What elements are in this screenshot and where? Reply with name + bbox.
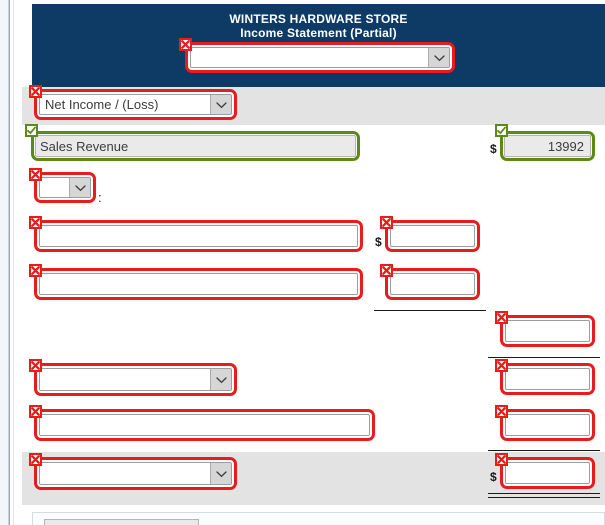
subtotal-amount-shell[interactable] <box>500 315 595 347</box>
other-label-shell[interactable] <box>34 409 375 441</box>
error-marker-section-select <box>29 168 42 181</box>
currency-symbol-revenue: $ <box>490 142 497 156</box>
expense-label-1-input[interactable] <box>39 225 358 247</box>
error-marker-other-amount <box>495 405 508 418</box>
statement-subtitle: Income Statement (Partial) <box>240 26 397 40</box>
other-amount-input[interactable] <box>505 414 590 436</box>
expense-amount-1-input[interactable] <box>390 225 475 247</box>
expense-label-1-shell[interactable] <box>34 220 363 252</box>
expense-amount-2-input[interactable] <box>390 273 475 295</box>
company-name: WINTERS HARDWARE STORE <box>229 12 408 26</box>
expense-amount-1-shell[interactable] <box>385 220 480 252</box>
error-marker-header-period <box>179 38 192 51</box>
error-marker-total-select <box>29 453 42 466</box>
chevron-down-icon[interactable] <box>428 48 449 67</box>
next-section-field[interactable] <box>44 519 199 525</box>
check-mark-icon-revenue-label <box>25 124 38 137</box>
check-mark-icon-revenue-amount <box>495 124 508 137</box>
income-statement-form: WINTERS HARDWARE STORE Income Statement … <box>22 0 605 525</box>
subtotal-select-shell[interactable] <box>34 363 237 396</box>
total-select[interactable] <box>39 462 232 485</box>
chevron-down-icon[interactable] <box>210 95 231 114</box>
section-colon: : <box>98 190 102 205</box>
currency-symbol-total: $ <box>490 470 497 484</box>
error-marker-subtotal-select <box>29 359 42 372</box>
total-amount-input[interactable] <box>505 462 590 484</box>
error-marker-expense-amount-2 <box>380 264 393 277</box>
error-marker-expense-label-1 <box>29 216 42 229</box>
error-marker-expense-label-2 <box>29 264 42 277</box>
subtotal-rule-1 <box>374 310 486 311</box>
subtotal-right-amount-shell[interactable] <box>500 363 595 395</box>
left-scroll-track[interactable] <box>0 0 9 525</box>
statement-line-select[interactable]: Net Income / (Loss) <box>39 94 232 115</box>
other-label-input[interactable] <box>39 414 370 436</box>
other-amount-shell[interactable] <box>500 409 595 441</box>
total-amount-shell[interactable] <box>500 457 595 489</box>
header-period-select[interactable] <box>190 47 450 68</box>
subtotal-right-amount-input[interactable] <box>505 368 590 390</box>
left-frame-rail <box>9 0 14 525</box>
chevron-down-icon[interactable] <box>210 463 231 484</box>
total-rule-double <box>488 493 600 498</box>
error-marker-other-label <box>29 405 42 418</box>
expense-label-2-input[interactable] <box>39 273 358 295</box>
header-period-select-shell[interactable] <box>185 42 455 73</box>
error-marker-subtotal-right-amount <box>495 359 508 372</box>
error-marker-total-amount <box>495 453 508 466</box>
currency-symbol-expense-1: $ <box>375 235 382 249</box>
error-marker-statement-line <box>29 85 42 98</box>
statement-line-select-value: Net Income / (Loss) <box>45 97 159 112</box>
expense-label-2-shell[interactable] <box>34 268 363 300</box>
error-marker-subtotal-amount <box>495 311 508 324</box>
header-period-select-value <box>196 48 425 67</box>
revenue-amount-input[interactable] <box>504 135 591 157</box>
total-rule-top <box>488 450 600 451</box>
chevron-down-icon[interactable] <box>69 178 90 197</box>
revenue-label-input[interactable] <box>35 135 356 157</box>
subtotal-amount-input[interactable] <box>505 320 590 342</box>
section-select-value <box>45 178 66 197</box>
chevron-down-icon[interactable] <box>210 369 231 390</box>
section-select[interactable] <box>39 177 91 198</box>
total-select-value <box>45 463 207 484</box>
total-select-shell[interactable] <box>34 457 237 490</box>
subtotal-select[interactable] <box>39 368 232 391</box>
error-marker-expense-amount-1 <box>380 216 393 229</box>
statement-line-select-shell[interactable]: Net Income / (Loss) <box>34 89 237 120</box>
section-select-shell[interactable] <box>34 172 96 203</box>
subtotal-rule-2 <box>488 357 600 358</box>
expense-amount-2-shell[interactable] <box>385 268 480 300</box>
revenue-label-shell[interactable] <box>31 131 360 161</box>
subtotal-select-value <box>45 369 207 390</box>
revenue-amount-shell[interactable] <box>500 131 595 161</box>
